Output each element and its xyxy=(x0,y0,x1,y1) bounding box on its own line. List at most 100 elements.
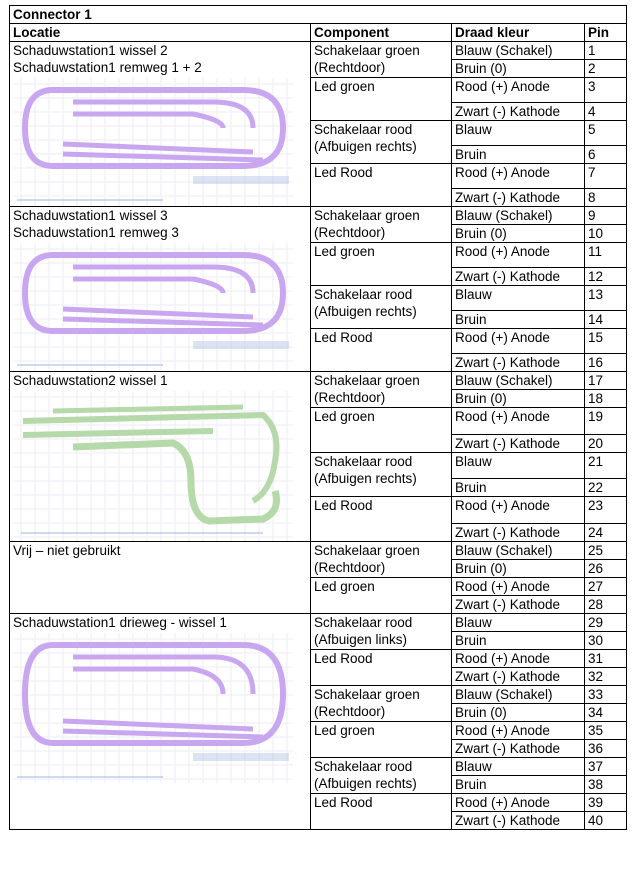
component-line: Schakelaar rood xyxy=(314,453,413,469)
wire-color-cell: Blauw xyxy=(451,285,585,311)
pin-cell: 26 xyxy=(583,559,628,578)
component-line: Schakelaar rood xyxy=(314,759,413,774)
pin-cell: 6 xyxy=(583,145,628,164)
table-row: Vrij – niet gebruikt Schakelaar groen (Rec… xyxy=(9,541,628,614)
pin-cell: 32 xyxy=(583,667,628,686)
wire-color-cell: Bruin xyxy=(451,631,585,650)
wire-color-cell: Blauw (Schakel) xyxy=(451,206,585,225)
pin-cell: 30 xyxy=(583,631,628,650)
component-line: (Afbuigen links) xyxy=(314,632,408,647)
location-cell: Vrij – niet gebruikt xyxy=(9,541,311,614)
pin-cell: 9 xyxy=(583,206,628,225)
wire-color-cell: Rood (+) Anode xyxy=(451,77,585,103)
wire-color-cell: Bruin (0) xyxy=(451,559,585,578)
component-line: Schakelaar rood xyxy=(314,287,413,302)
wire-color-cell: Blauw (Schakel) xyxy=(451,685,585,704)
component-cell: Led Rood xyxy=(310,328,452,372)
pin-cell: 16 xyxy=(583,353,628,372)
track-layout-thumbnail xyxy=(13,78,293,206)
table-row: Schaduwstation1 drieweg - wissel 1 Schake… xyxy=(9,613,628,830)
component-cell: Led groen xyxy=(310,721,452,758)
location-cell: Schaduwstation2 wissel 1 xyxy=(9,371,311,542)
wire-color-cell: Zwart (-) Kathode xyxy=(451,353,585,372)
wire-color-cell: Rood (+) Anode xyxy=(451,793,585,812)
component-line: Schakelaar groen xyxy=(314,543,420,558)
wire-color-cell: Zwart (-) Kathode xyxy=(451,523,585,542)
location-line: Schaduwstation1 drieweg - wissel 1 xyxy=(13,615,227,630)
component-cell: Schakelaar groen (Rechtdoor) xyxy=(310,371,452,408)
component-line: Schakelaar groen xyxy=(314,208,420,223)
table-row: Bruin (0)26 xyxy=(10,559,628,578)
pin-cell: 11 xyxy=(583,242,628,268)
pin-cell: 35 xyxy=(583,721,628,740)
component-line: (Rechtdoor) xyxy=(314,390,386,405)
header-draad-kleur: Draad kleur xyxy=(451,23,585,42)
component-cell: Led groen xyxy=(310,77,452,121)
wire-color-cell: Blauw xyxy=(451,757,585,776)
pin-cell: 39 xyxy=(583,793,628,812)
track-layout-thumbnail xyxy=(13,633,293,783)
wire-color-cell: Bruin (0) xyxy=(451,703,585,722)
wire-color-cell: Bruin (0) xyxy=(451,224,585,243)
wire-color-cell: Rood (+) Anode xyxy=(451,496,585,524)
wire-color-cell: Rood (+) Anode xyxy=(451,721,585,740)
component-line: Schakelaar groen xyxy=(314,373,420,388)
component-line: (Rechtdoor) xyxy=(314,560,386,575)
wire-color-cell: Rood (+) Anode xyxy=(451,577,585,596)
pin-cell: 15 xyxy=(583,328,628,354)
location-line: Schaduwstation2 wissel 1 xyxy=(13,373,168,388)
location-line: Schaduwstation1 wissel 2 xyxy=(13,43,168,58)
component-line: (Rechtdoor) xyxy=(314,704,386,719)
location-line: Vrij – niet gebruikt xyxy=(13,543,121,558)
table-row: Bruin (0)2 xyxy=(10,59,628,78)
connector-table: Connector 1 Locatie Component Draad kleu… xyxy=(8,5,628,830)
component-cell: Schakelaar groen(Rechtdoor) xyxy=(310,206,452,243)
component-cell: Led Rood xyxy=(310,163,452,207)
table-row: Bruin (0)18 xyxy=(10,389,628,408)
pin-cell: 36 xyxy=(583,739,628,758)
header-component: Component xyxy=(310,23,452,42)
component-line: Led Rood xyxy=(314,165,373,180)
wire-color-cell: Zwart (-) Kathode xyxy=(451,267,585,286)
track-layout-thumbnail xyxy=(13,391,293,541)
component-cell: Schakelaar rood (Afbuigen rechts) xyxy=(310,285,452,329)
component-line: Led groen xyxy=(314,723,375,738)
wire-color-cell: Blauw xyxy=(451,613,585,632)
component-line: Schakelaar groen xyxy=(314,43,420,58)
pin-cell: 34 xyxy=(583,703,628,722)
pin-cell: 23 xyxy=(583,496,628,524)
component-cell: Led Rood xyxy=(310,496,452,542)
pin-cell: 3 xyxy=(583,77,628,103)
wire-color-cell: Bruin xyxy=(451,478,585,498)
component-cell: Led Rood xyxy=(310,649,452,686)
pin-cell: 19 xyxy=(583,407,628,435)
wire-color-cell: Zwart (-) Kathode xyxy=(451,595,585,614)
wire-color-cell: Zwart (-) Kathode xyxy=(451,433,585,453)
wire-color-cell: Blauw xyxy=(451,120,585,146)
wire-color-cell: Blauw (Schakel) xyxy=(451,41,585,60)
pin-cell: 10 xyxy=(583,224,628,243)
pin-cell: 20 xyxy=(583,433,628,453)
header-pin: Pin xyxy=(583,23,628,42)
component-line: Schakelaar rood xyxy=(314,615,413,630)
table-row: Schaduwstation2 wissel 1 Schakelaar groen… xyxy=(9,371,628,542)
component-line: (Afbuigen rechts) xyxy=(314,304,417,319)
pin-cell: 25 xyxy=(583,541,628,560)
component-cell: Schakelaar groen(Rechtdoor) xyxy=(310,41,452,78)
wire-color-cell: Rood (+) Anode xyxy=(451,163,585,189)
component-line: Led groen xyxy=(314,579,375,594)
